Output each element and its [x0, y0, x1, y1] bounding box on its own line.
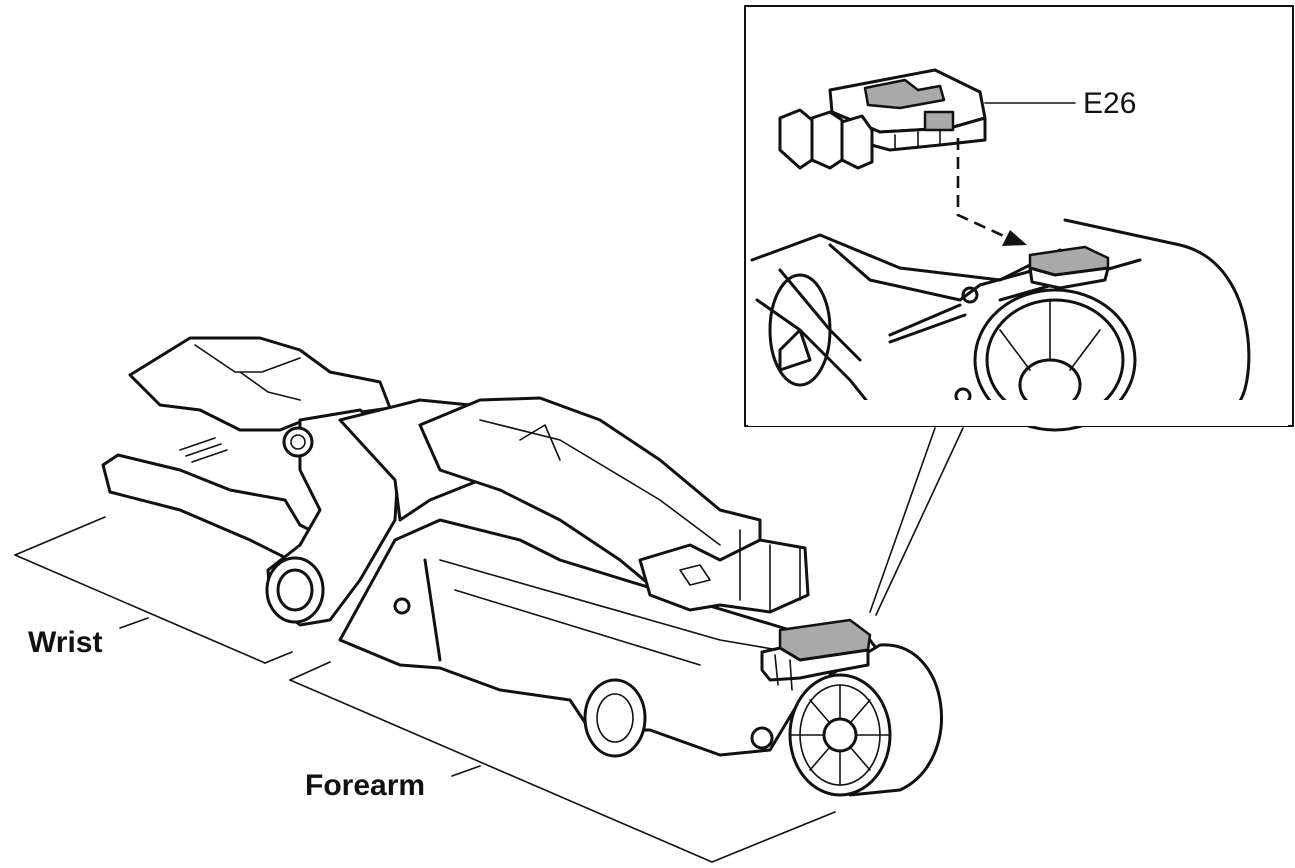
wrist-label: Wrist — [28, 626, 102, 659]
forearm-dimension — [289, 661, 836, 863]
forearm-label: Forearm — [305, 769, 425, 802]
e26-connector-detail — [778, 68, 987, 170]
gripper-upper-finger — [128, 336, 392, 432]
wrist-dimension — [14, 516, 293, 664]
e26-label: E26 — [1083, 87, 1136, 120]
detail-callout: E26 — [744, 5, 1294, 616]
install-arrowhead — [1002, 230, 1027, 246]
cable-clips — [638, 538, 810, 614]
robot-arm — [101, 336, 943, 797]
forearm-round-hub — [583, 678, 647, 758]
motor-bracket-detail — [748, 218, 1288, 432]
installed-connector-housing — [760, 646, 870, 682]
install-arrow — [956, 138, 1009, 240]
gripper-lower-finger — [101, 453, 332, 562]
wrist-pin — [282, 426, 314, 458]
